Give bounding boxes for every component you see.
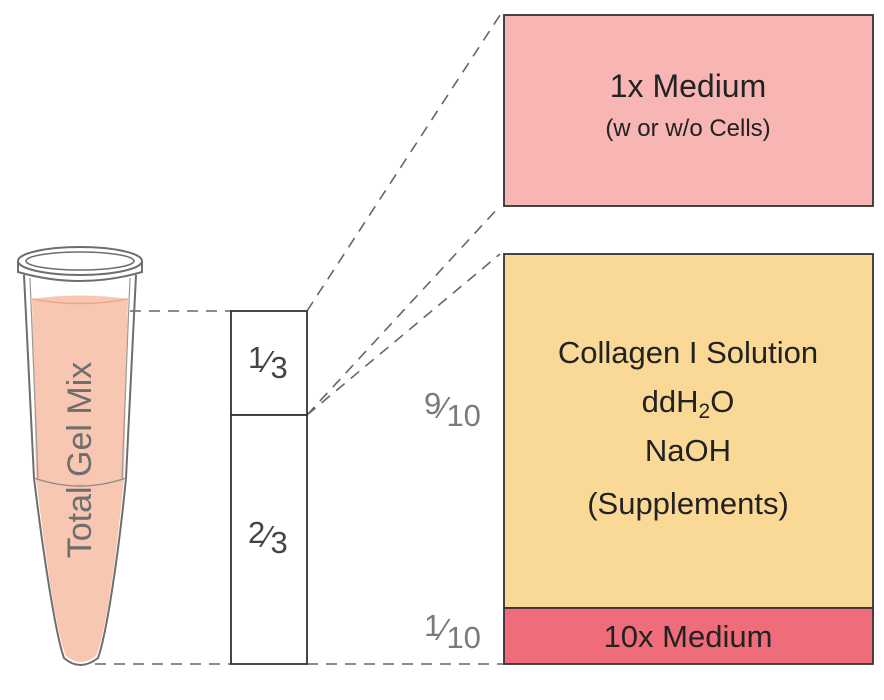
tube-cone-seam (33, 477, 127, 487)
collagen-line-4: (Supplements) (587, 486, 789, 521)
box-10x-medium-bg (503, 607, 874, 665)
collagen-line-2: ddH2O (642, 384, 735, 423)
side-upper-num: 9 (424, 386, 441, 421)
collagen-line-1: Collagen I Solution (558, 335, 818, 370)
dashed-guides (95, 14, 505, 665)
column-top-den: 3 (270, 350, 287, 385)
box-10x-medium-title: 10x Medium (604, 619, 773, 654)
box-1x-medium: 1x Medium (w or w/o Cells) (503, 14, 874, 207)
box-10x-medium: 10x Medium (503, 607, 874, 665)
box-1x-medium-title: 1x Medium (610, 68, 767, 104)
side-fraction-upper: 9⁄10 (424, 386, 481, 433)
side-lower-num: 1 (424, 608, 441, 643)
box-collagen: Collagen I Solution ddH2O NaOH (Suppleme… (503, 253, 874, 609)
column-bottom-cell (230, 414, 308, 665)
column-top-fraction: 1⁄3 (248, 340, 288, 385)
column-bottom-den: 3 (270, 525, 287, 560)
tube-rim-inner (25, 251, 135, 271)
guide-to-collagen-top (306, 253, 501, 416)
tube-rim-band (17, 261, 143, 282)
tube: Total Gel Mix (17, 246, 143, 666)
guide-to-1x-top (306, 14, 501, 312)
side-fraction-lower: 1⁄10 (424, 608, 481, 655)
column-top-num: 1 (248, 340, 265, 375)
collagen-line-3: NaOH (645, 433, 731, 468)
tube-body (23, 274, 137, 666)
guide-to-1x-bottom (306, 205, 501, 416)
column-bottom-fraction: 2⁄3 (248, 515, 288, 560)
box-1x-medium-subtitle: (w or w/o Cells) (605, 115, 770, 142)
tube-liquid-surface (31, 298, 129, 305)
fraction-column: 1⁄3 2⁄3 (230, 310, 308, 665)
side-lower-den: 10 (446, 620, 480, 655)
box-collagen-bg (503, 253, 874, 609)
side-upper-den: 10 (446, 398, 480, 433)
tube-label: Total Gel Mix (61, 362, 99, 559)
box-1x-medium-bg (503, 14, 874, 207)
column-bottom-num: 2 (248, 515, 265, 550)
tube-liquid (32, 295, 128, 662)
tube-inner-wall (29, 277, 131, 479)
